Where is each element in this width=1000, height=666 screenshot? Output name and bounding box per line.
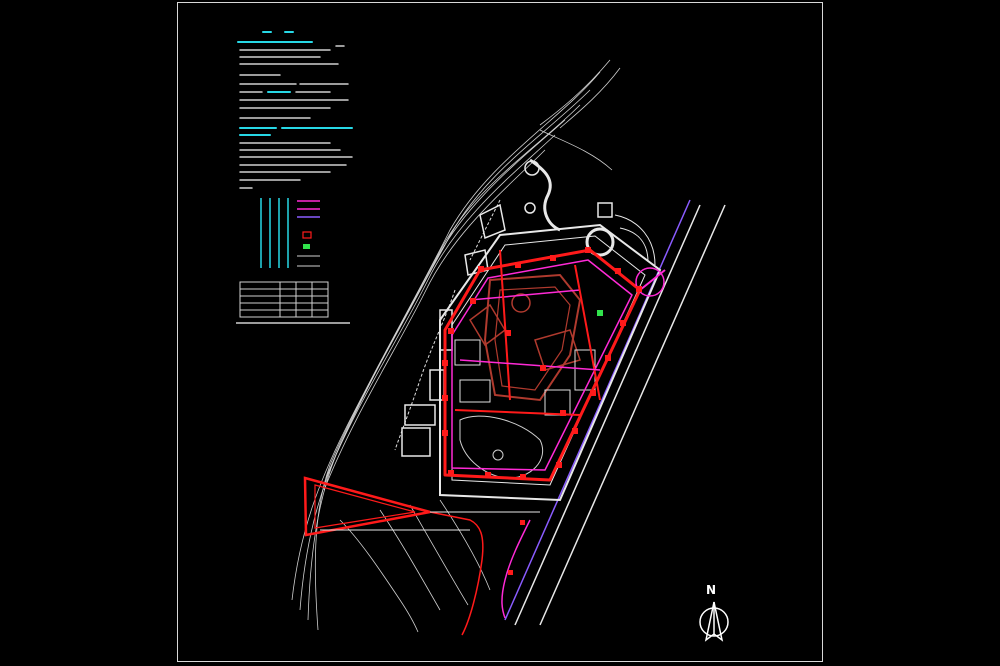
equipment-table [239, 281, 329, 318]
curved-road [529, 158, 561, 232]
design-notes-block [237, 31, 353, 189]
entrance-wedge [303, 476, 540, 636]
road-pipe-purple [504, 199, 691, 621]
terrain-contours [291, 59, 621, 633]
north-label: N [706, 583, 717, 597]
drawing-frame [177, 2, 823, 662]
north-arrow [699, 601, 729, 642]
main-road [514, 204, 726, 626]
roundabout-top [524, 160, 540, 176]
green-marker [597, 310, 603, 316]
roundabout-mid [524, 202, 536, 214]
legend-block [260, 198, 320, 268]
pipe-nodes [442, 247, 642, 575]
pipe-network [443, 248, 666, 619]
